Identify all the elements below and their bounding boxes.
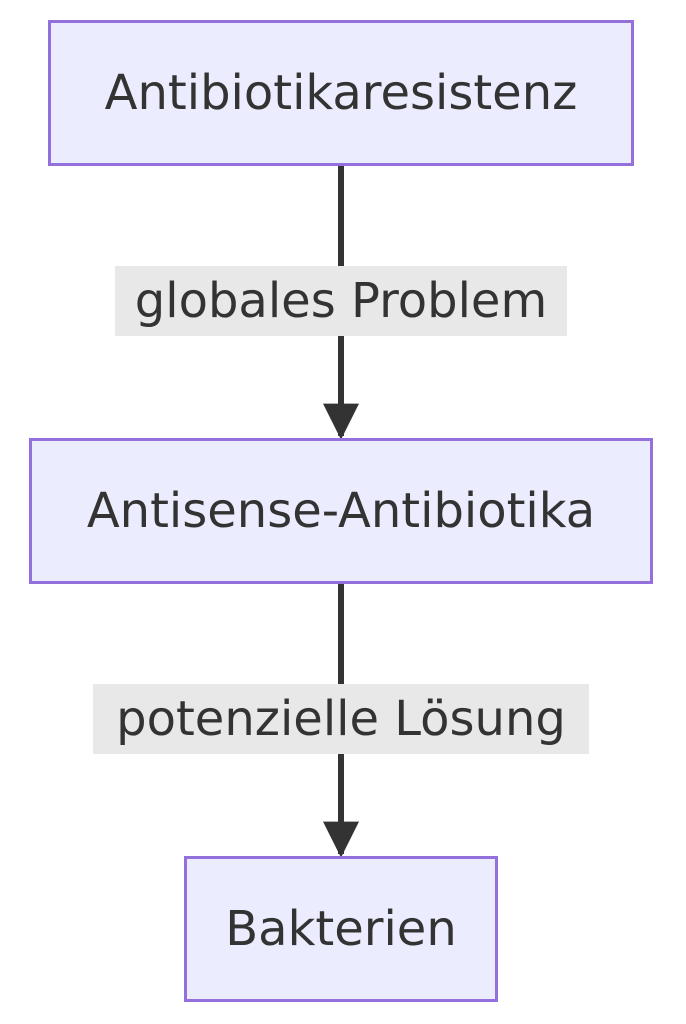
node-label: Bakterien xyxy=(225,901,457,957)
edge-label-globales-problem: globales Problem xyxy=(115,266,567,336)
node-antibiotikaresistenz: Antibiotikaresistenz xyxy=(48,20,634,166)
node-bakterien: Bakterien xyxy=(184,856,498,1002)
node-label: Antibiotikaresistenz xyxy=(104,65,578,121)
node-label: Antisense-Antibiotika xyxy=(86,483,596,539)
node-antisense-antibiotika: Antisense-Antibiotika xyxy=(29,438,653,584)
edge-label-potenzielle-loesung: potenzielle Lösung xyxy=(93,684,589,754)
